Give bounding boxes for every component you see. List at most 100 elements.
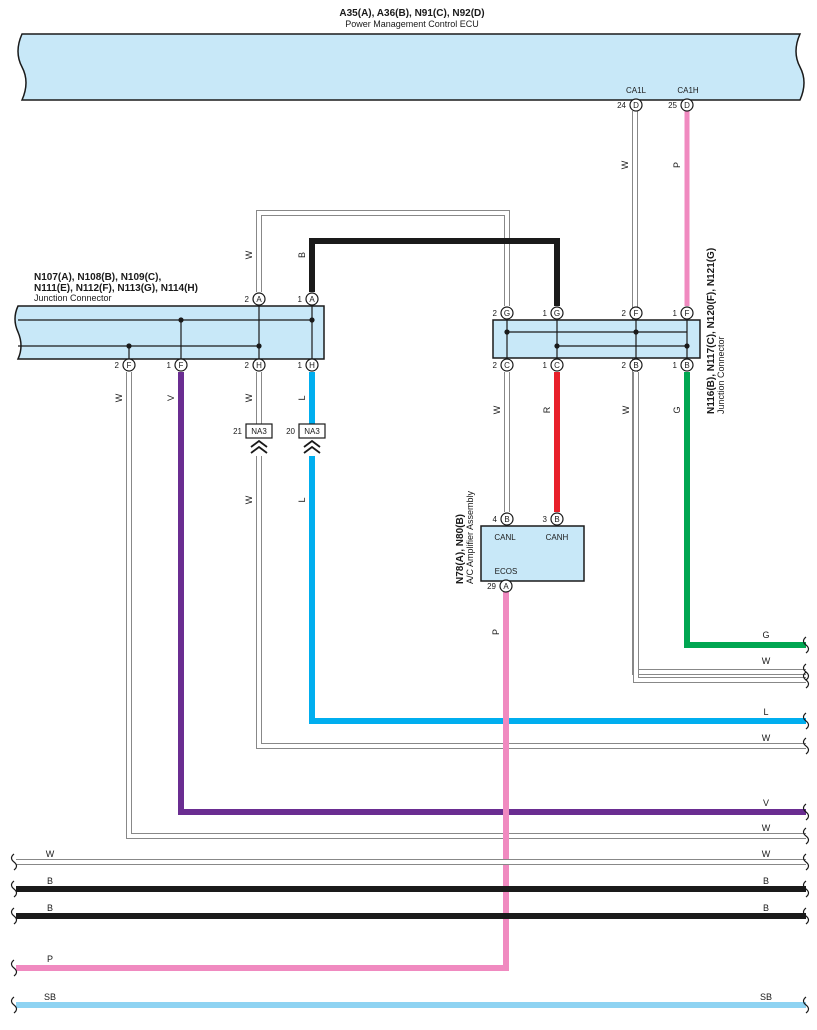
label-right-c2: W (492, 405, 502, 414)
jc-left-internal-bus (18, 306, 313, 359)
wires (16, 111, 806, 1008)
wire-left-f1 (178, 372, 806, 815)
ecu-pin-signal-ca1h: CA1H (677, 86, 699, 95)
jc-left-pin-2h-letter: H (256, 361, 262, 370)
edge-label-b1: B (763, 876, 769, 886)
jc-right-pin-2f-num: 2 (622, 309, 627, 318)
label-na3-l: L (297, 497, 307, 502)
jc-right-pin-1c-letter: C (554, 361, 560, 370)
jc-right-pin-1f-letter: F (685, 309, 690, 318)
jc-left-title-line1: N107(A), N108(B), N109(C), (34, 272, 161, 283)
amp-pin-29a-num: 29 (487, 582, 496, 591)
jc-left-pin-1f-letter: F (179, 361, 184, 370)
ecu-title: A35(A), A36(B), N91(C), N92(D) (339, 8, 484, 19)
ac-amplifier: N78(A), N80(B) A/C Amplifier Assembly CA… (455, 490, 585, 584)
jc-right-pin-1g-num: 1 (543, 309, 548, 318)
amp-pin-3b-num: 3 (543, 515, 548, 524)
jc-left-body (14, 305, 325, 360)
left-label-p: P (47, 954, 53, 964)
ecu-pin-24-num: 24 (617, 101, 626, 110)
wire-ecos (16, 592, 509, 971)
left-label-b2: B (47, 903, 53, 913)
amp-pin-4b-num: 4 (493, 515, 498, 524)
wire-loop-w-outline (256, 210, 510, 306)
wire-right-b2 (634, 372, 806, 682)
amp-body (480, 525, 585, 582)
power-management-ecu: A35(A), A36(B), N91(C), N92(D) Power Man… (17, 8, 805, 101)
amp-title: N78(A), N80(B) (455, 514, 466, 584)
label-ecos-p: P (491, 629, 501, 635)
junction-connector-left: N107(A), N108(B), N109(C), N111(E), N112… (14, 272, 325, 360)
wire-right-b2-outline (633, 372, 806, 683)
jc-left-pin-2h-num: 2 (245, 361, 250, 370)
left-label-sb: SB (44, 992, 56, 1002)
jc-right-pin-2c-num: 2 (493, 361, 498, 370)
wire-left-h1 (309, 456, 806, 724)
amp-pin-29a-letter: A (503, 582, 509, 591)
jc-right-pin-2f-letter: F (634, 309, 639, 318)
jc-left-subtitle: Junction Connector (34, 293, 112, 303)
jc-right-pin-1g-letter: G (554, 309, 560, 318)
ecu-pin-25 (680, 98, 694, 112)
ecu-subtitle: Power Management Control ECU (345, 19, 479, 29)
jc-right-pin-2b-letter: B (633, 361, 638, 370)
label-right-b1: G (672, 406, 682, 413)
label-ecu-p: P (672, 162, 682, 168)
label-left-f1: V (166, 395, 176, 401)
jc-right-title: N116(B), N117(C), N120(F), N121(G) (706, 248, 717, 414)
label-right-c1: R (542, 406, 552, 413)
label-na3-w: W (244, 495, 254, 504)
jc-right-pin-2c-letter: C (504, 361, 510, 370)
jc-right-subtitle: Junction Connector (716, 336, 726, 414)
wire-labels: W P W B W V W L W L W R W G P (114, 160, 682, 635)
jc-right-pin-2b-num: 2 (622, 361, 627, 370)
jc-left-pin-1a-num: 1 (298, 295, 303, 304)
edge-label-v: V (763, 798, 769, 808)
wire-loop-w (257, 211, 509, 306)
na3-box-l (298, 423, 326, 439)
junction-connector-right: N116(B), N117(C), N120(F), N121(G) Junct… (492, 248, 726, 414)
edge-label-b2: B (763, 903, 769, 913)
wire-left-f2-outline (126, 372, 806, 839)
amp-signal-canl: CANL (494, 533, 516, 542)
jc-left-pin-2a-num: 2 (245, 295, 250, 304)
jc-right-internal-bus (506, 320, 688, 358)
jc-right-pin-1c-num: 1 (543, 361, 548, 370)
na3-num-w: 21 (233, 427, 242, 436)
na3-box-w (245, 423, 273, 439)
jc-right-pin-1b-letter: B (684, 361, 689, 370)
jc-right-pin-1f-num: 1 (673, 309, 678, 318)
jc-left-title-line2: N111(E), N112(F), N113(G), N114(H) (34, 283, 198, 294)
amp-signal-ecos: ECOS (495, 567, 518, 576)
na3-chevron-w-icon (250, 439, 268, 454)
label-left-h2: W (244, 393, 254, 402)
jc-left-pin-2a-letter: A (256, 295, 262, 304)
na3-name-l: NA3 (304, 427, 320, 436)
wire-left-f2 (127, 372, 806, 838)
na3-name-w: NA3 (251, 427, 267, 436)
jc-right-pin-1b-num: 1 (673, 361, 678, 370)
left-label-b1: B (47, 876, 53, 886)
ecu-pin-signal-ca1l: CA1L (626, 86, 647, 95)
label-loop-w: W (244, 250, 254, 259)
amp-pin-3b-letter: B (554, 515, 559, 524)
amp-subtitle: A/C Amplifier Assembly (465, 490, 475, 584)
label-loop-b: B (297, 252, 307, 258)
edge-label-w1: W (762, 656, 771, 666)
edge-label-g: G (762, 630, 769, 640)
ecu-pin-25-num: 25 (668, 101, 677, 110)
jc-right-pin-2g-letter: G (504, 309, 510, 318)
jc-left-pin-2f-num: 2 (115, 361, 120, 370)
right-edge-labels: G W L W V W W B B SB W B B P SB (44, 630, 772, 1002)
label-ecu-w: W (620, 160, 630, 169)
ecu-pin-25-letter: D (684, 101, 690, 110)
jc-left-pin-1h-letter: H (309, 361, 315, 370)
label-right-b2: W (621, 405, 631, 414)
na3-num-l: 20 (286, 427, 295, 436)
ecu-pin-24 (629, 98, 643, 112)
ecu-pin-24-letter: D (633, 101, 639, 110)
ecu-body (17, 33, 805, 101)
left-label-w: W (46, 849, 55, 859)
label-left-f2: W (114, 393, 124, 402)
